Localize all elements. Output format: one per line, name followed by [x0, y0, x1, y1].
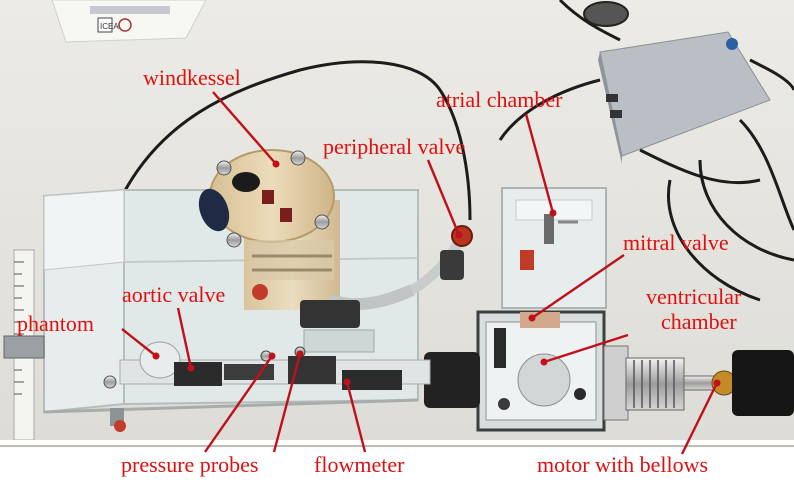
leader-pressure-probe-1 — [204, 355, 273, 453]
atrial-chamber-box — [501, 187, 607, 309]
leader-ventricular-chamber — [543, 333, 629, 364]
pressure-line — [103, 341, 431, 432]
motor-assembly — [424, 345, 794, 421]
leader-flowmeter — [345, 381, 367, 453]
left-clamp — [3, 335, 45, 359]
label-atrial-chamber: atrial chamber — [436, 87, 563, 112]
leader-pressure-probe-2 — [272, 353, 302, 453]
cables — [118, 0, 794, 302]
label-ventricular-chamber-line2: chamber — [661, 309, 737, 334]
table-edge — [0, 440, 794, 494]
leader-phantom — [121, 328, 157, 357]
paper-sheet: ICEA — [51, 0, 207, 43]
label-phantom: phantom — [17, 311, 94, 336]
leader-peripheral-valve — [426, 159, 461, 236]
label-aortic-valve: aortic valve — [122, 282, 226, 307]
label-pressure-probes: pressure probes — [121, 452, 259, 477]
windkessel-cylinder — [198, 149, 340, 310]
leader-aortic-valve — [176, 307, 193, 369]
label-mitral-valve: mitral valve — [623, 230, 729, 255]
leader-lines — [121, 91, 721, 455]
leader-mitral-valve — [531, 254, 625, 319]
paper-header-text: ICEA — [100, 22, 119, 31]
windkessel-red-cap — [252, 284, 268, 300]
ventricular-chamber-box — [476, 310, 606, 432]
label-ventricular-chamber-line1: ventricular — [646, 284, 742, 309]
label-windkessel: windkessel — [143, 65, 241, 90]
label-flowmeter: flowmeter — [314, 452, 405, 477]
tape-roll — [583, 1, 629, 27]
leader-windkessel — [212, 91, 277, 165]
power-supply-box — [598, 31, 771, 164]
leader-motor — [680, 382, 719, 455]
leader-atrial-chamber — [524, 113, 555, 214]
label-motor-with-bellows: motor with bellows — [537, 452, 709, 477]
label-peripheral-valve: peripheral valve — [323, 134, 466, 159]
